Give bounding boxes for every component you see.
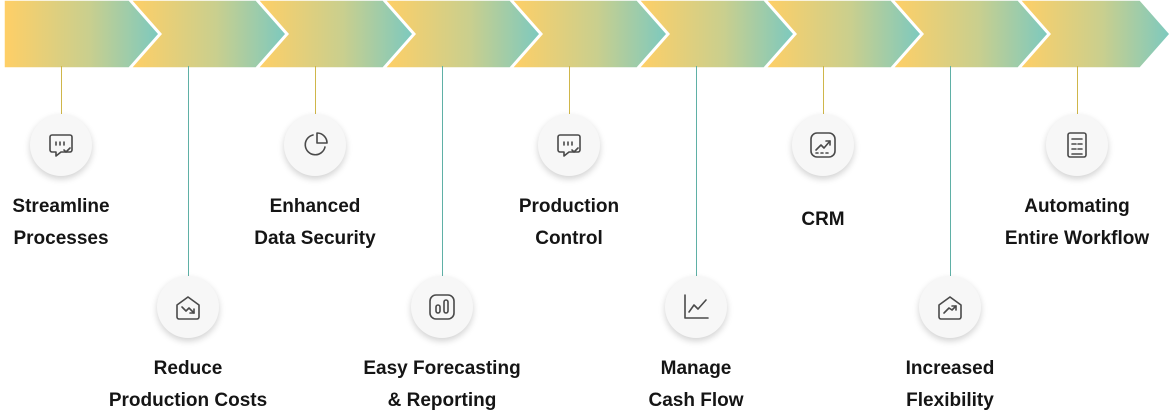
step-label-9-line2: Entire Workflow — [1004, 228, 1150, 249]
bar-chart-icon — [426, 291, 458, 323]
arrow-segment-8 — [891, 0, 1050, 69]
arrow-segment-7 — [764, 0, 923, 69]
arrow-segment-5 — [510, 0, 669, 69]
step-icon-circle-1 — [30, 114, 92, 176]
step-label-4-line1: Easy Forecasting — [363, 358, 521, 379]
step-label-8-line1: Increased — [905, 358, 995, 379]
step-label-1-line2: Processes — [13, 228, 109, 249]
step-label-4-line2: & Reporting — [387, 390, 497, 411]
pie-chart-icon — [299, 129, 331, 161]
home-trend-down-icon — [172, 291, 204, 323]
step-label-6-line1: Manage — [660, 358, 732, 379]
step-label-7-line1: CRM — [801, 209, 845, 230]
step-icon-circle-9 — [1046, 114, 1108, 176]
step-label-5-line2: Control — [535, 228, 603, 249]
connector-line-1 — [61, 66, 62, 114]
connector-line-5 — [569, 66, 570, 114]
step-icon-circle-4 — [411, 276, 473, 338]
connector-line-6 — [696, 66, 697, 276]
step-label-8-line2: Flexibility — [906, 390, 994, 411]
step-label-9-line1: Automating — [1024, 196, 1130, 217]
step-icon-circle-2 — [157, 276, 219, 338]
arrow-segment-2 — [129, 0, 288, 69]
connector-line-3 — [315, 66, 316, 114]
step-icon-circle-5 — [538, 114, 600, 176]
connector-line-8 — [950, 66, 951, 276]
connector-line-4 — [442, 66, 443, 276]
connector-line-2 — [188, 66, 189, 276]
step-icon-circle-8 — [919, 276, 981, 338]
step-label-1-line1: Streamline — [12, 196, 110, 217]
arrow-segment-3 — [256, 0, 415, 69]
home-trend-up-icon — [934, 291, 966, 323]
trend-up-box-icon — [807, 129, 839, 161]
connector-line-7 — [823, 66, 824, 114]
connector-line-9 — [1077, 66, 1078, 114]
arrow-segment-1 — [3, 0, 161, 69]
document-icon — [1061, 129, 1093, 161]
arrow-segment-4 — [383, 0, 542, 69]
step-label-5-line1: Production — [518, 196, 620, 217]
step-label-2-line2: Production Costs — [108, 390, 268, 411]
step-label-2-line1: Reduce — [153, 358, 223, 379]
arrow-segment-6 — [637, 0, 796, 69]
arrow-segment-9 — [1018, 0, 1172, 69]
chat-check-icon — [553, 129, 585, 161]
chat-check-icon — [45, 129, 77, 161]
step-icon-circle-3 — [284, 114, 346, 176]
timeline-arrow-band — [3, 0, 1172, 69]
step-label-3-line2: Data Security — [254, 228, 376, 249]
step-label-6-line2: Cash Flow — [648, 390, 744, 411]
step-icon-circle-6 — [665, 276, 727, 338]
step-icon-circle-7 — [792, 114, 854, 176]
line-graph-icon — [680, 291, 712, 323]
step-label-3-line1: Enhanced — [269, 196, 361, 217]
